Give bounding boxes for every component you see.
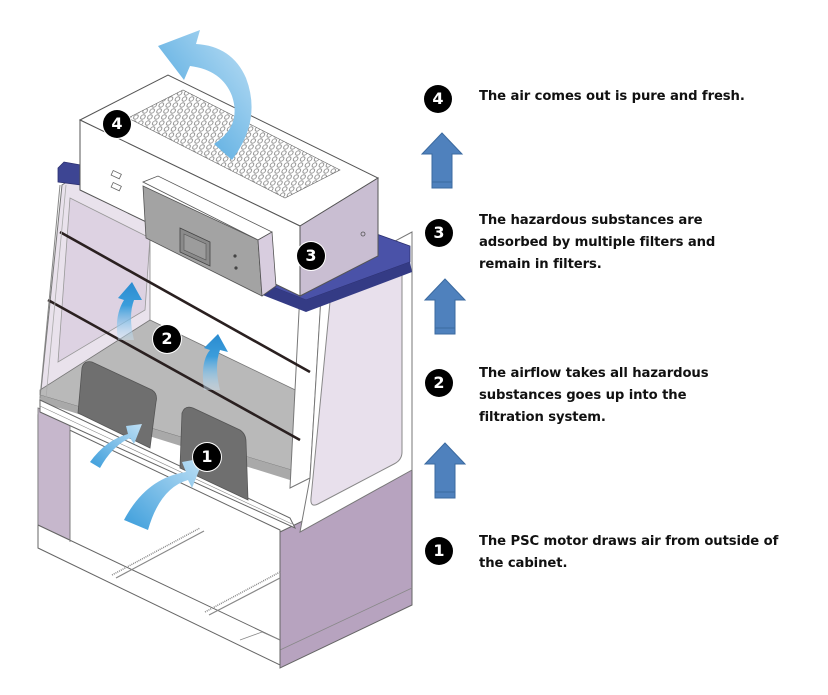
step-4-text: The air comes out is pure and fresh. bbox=[479, 89, 745, 104]
step-1-text: The PSC motor draws air from outside of … bbox=[479, 534, 779, 571]
rising-airflow-arrow bbox=[116, 282, 142, 340]
illustration-badge-1: 1 bbox=[193, 443, 221, 471]
step-badge-2: 2 bbox=[425, 369, 453, 397]
intake-airflow-arrow bbox=[90, 424, 142, 468]
illustration-badge-2: 2 bbox=[153, 325, 181, 353]
rising-airflow-arrow bbox=[202, 334, 228, 390]
exhaust-airflow-arrow bbox=[158, 30, 252, 160]
up-arrow-icon bbox=[420, 132, 464, 189]
illustration-badge-4: 4 bbox=[103, 110, 131, 138]
step-badge-1: 1 bbox=[425, 537, 453, 565]
step-3-text: The hazardous substances are adsorbed by… bbox=[479, 213, 716, 272]
up-arrow-icon bbox=[423, 278, 467, 335]
intake-airflow-arrow bbox=[124, 458, 204, 530]
step-2-text: The airflow takes all hazardous substanc… bbox=[479, 366, 709, 425]
up-arrow-icon bbox=[423, 442, 467, 499]
illustration-badge-3: 3 bbox=[297, 242, 325, 270]
step-badge-3: 3 bbox=[425, 219, 453, 247]
step-badge-4: 4 bbox=[424, 85, 452, 113]
airflow-arrows bbox=[90, 30, 252, 530]
